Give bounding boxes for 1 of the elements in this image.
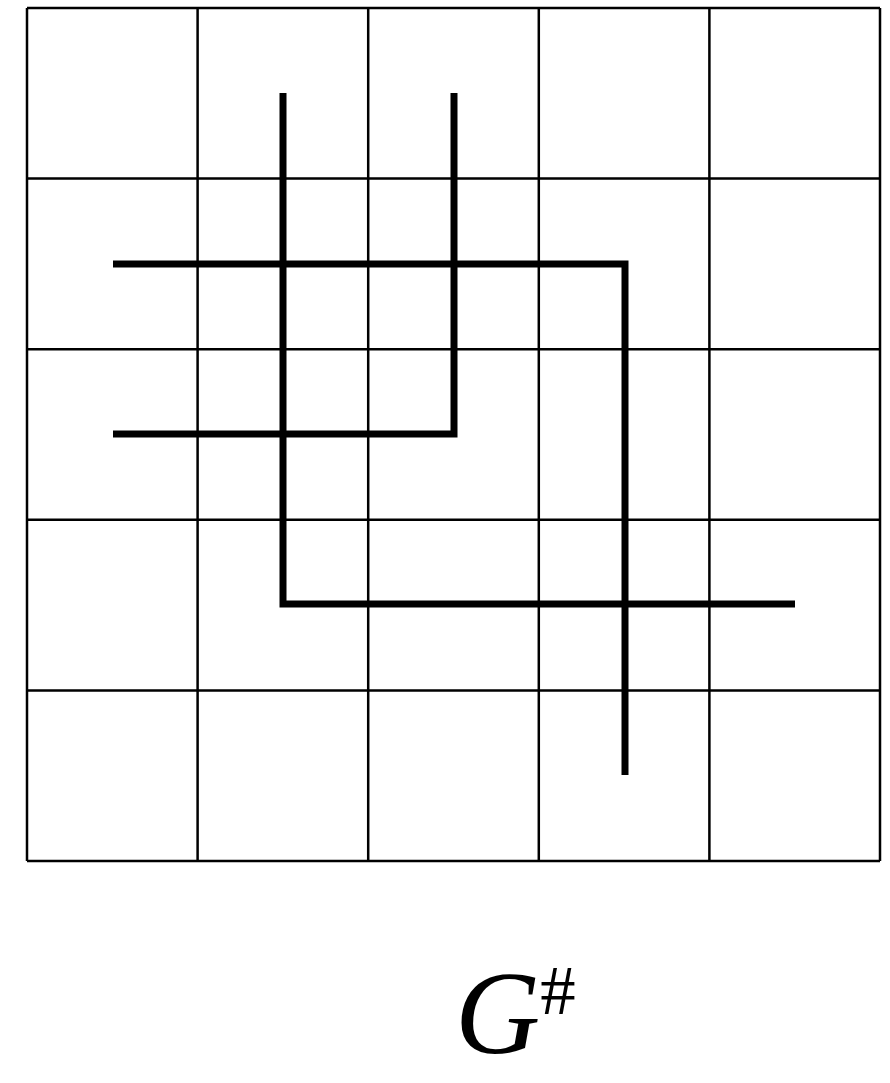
caption: G$^{#}$	[455, 955, 576, 1073]
